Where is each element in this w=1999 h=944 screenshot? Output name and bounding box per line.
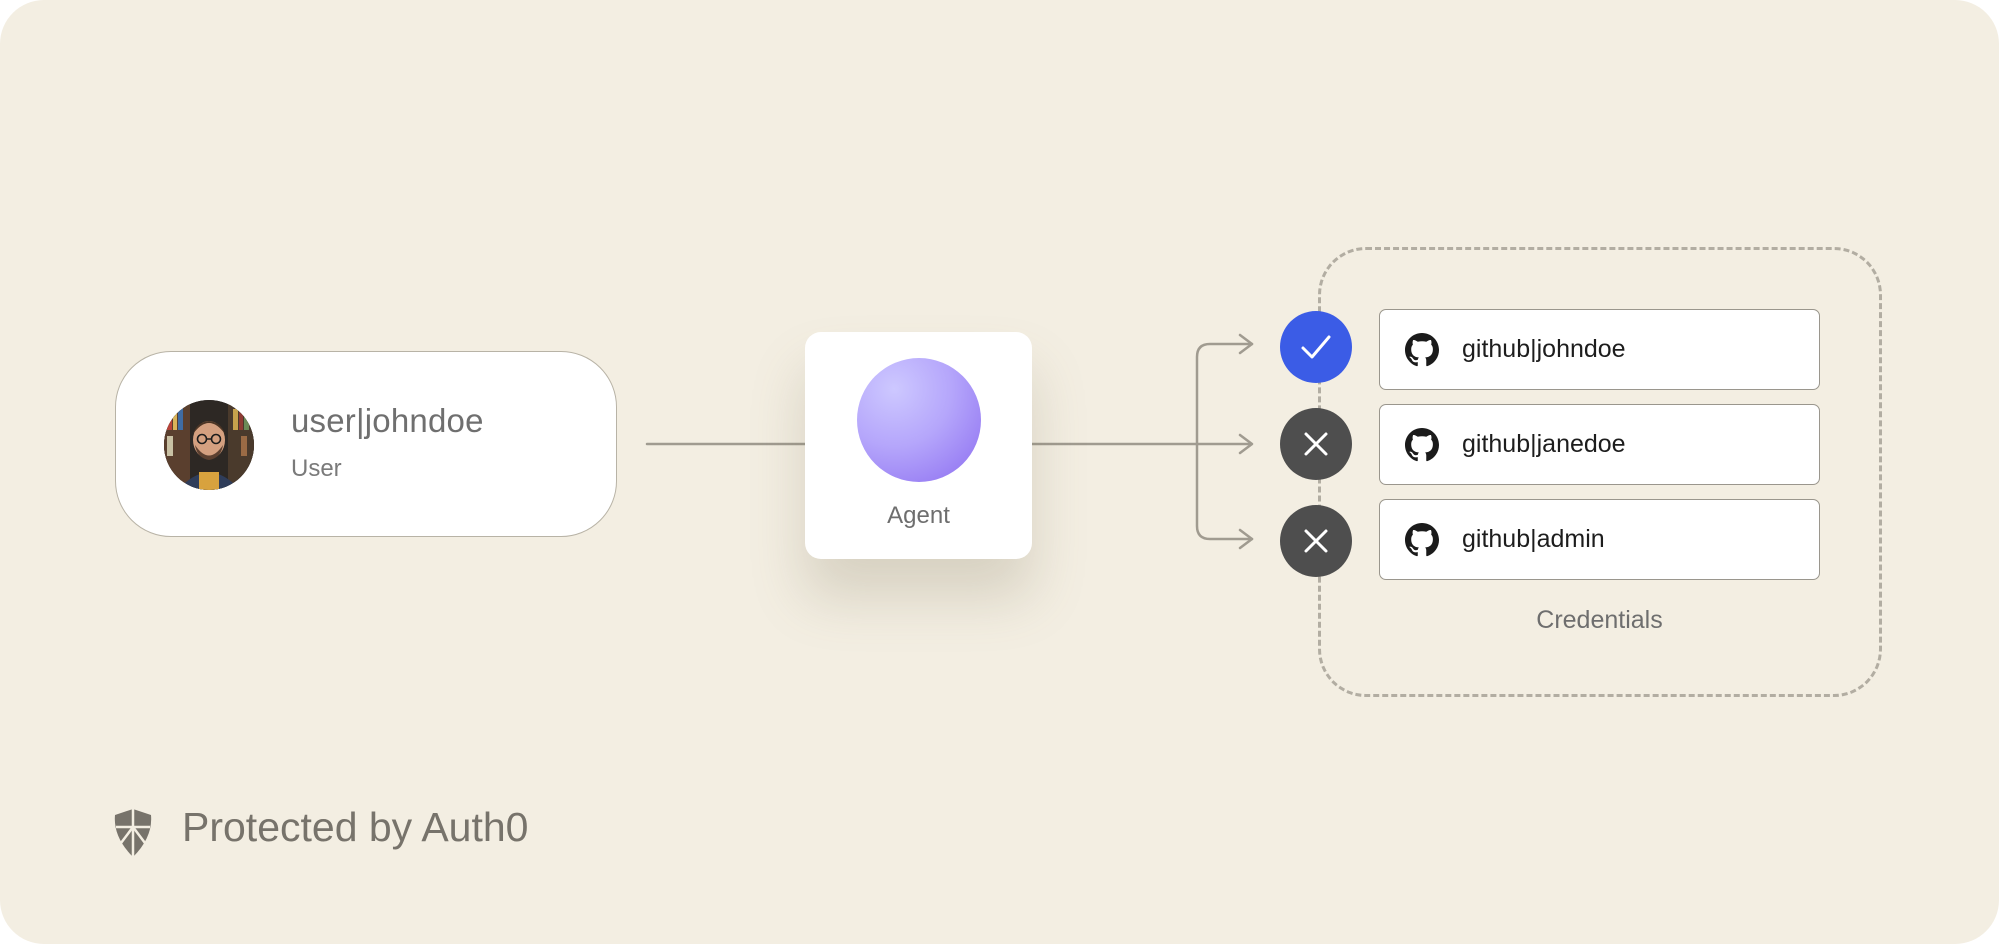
status-denied-admin [1280, 505, 1352, 577]
close-icon [1304, 529, 1328, 553]
agent-label: Agent [887, 502, 950, 529]
arrowhead-bottom [1238, 528, 1254, 550]
check-icon [1301, 335, 1331, 359]
user-avatar [164, 400, 254, 490]
credential-row-johndoe[interactable]: github|johndoe [1379, 309, 1820, 390]
credentials-caption: Credentials [1536, 606, 1663, 634]
user-role: User [291, 455, 342, 482]
github-icon [1405, 333, 1439, 367]
arrowhead-top [1238, 333, 1254, 355]
branch-bracket [1195, 342, 1254, 541]
credential-label: github|johndoe [1462, 335, 1626, 363]
credential-label: github|janedoe [1462, 430, 1626, 458]
agent-orb-icon [857, 358, 981, 482]
arrowhead-middle [1238, 433, 1254, 455]
user-name: user|johndoe [291, 402, 484, 439]
github-icon [1405, 428, 1439, 462]
credential-row-janedoe[interactable]: github|janedoe [1379, 404, 1820, 485]
credential-row-admin[interactable]: github|admin [1379, 499, 1820, 580]
agent-card: Agent [805, 332, 1032, 559]
credential-label: github|admin [1462, 525, 1605, 553]
status-denied-janedoe [1280, 408, 1352, 480]
footer-brand-text: Protected by Auth0 [182, 804, 529, 850]
auth0-shield-icon [114, 809, 152, 857]
github-icon [1405, 523, 1439, 557]
status-allowed-johndoe [1280, 311, 1352, 383]
close-icon [1304, 432, 1328, 456]
user-card: user|johndoe User [115, 351, 617, 537]
